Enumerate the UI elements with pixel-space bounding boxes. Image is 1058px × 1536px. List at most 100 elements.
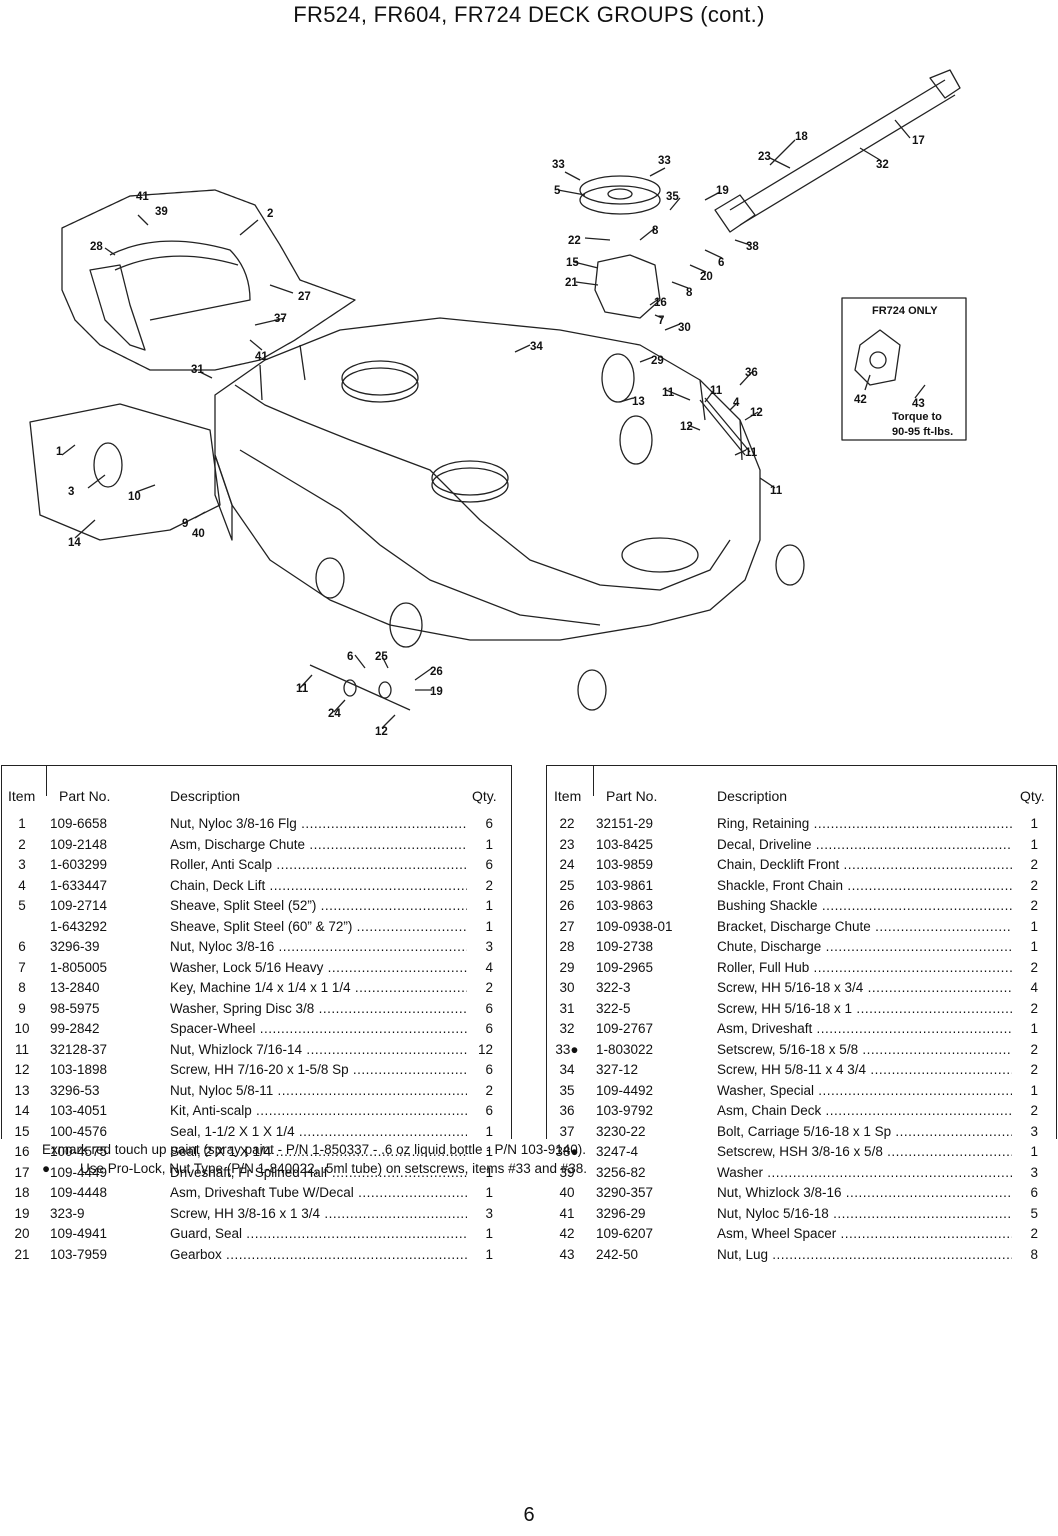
part-quantity: 1 xyxy=(467,1121,493,1142)
part-description: Driveshaft, Fr Splined Half xyxy=(170,1163,472,1184)
part-quantity: 1 xyxy=(467,1162,493,1183)
item-number: 23 xyxy=(559,836,575,852)
part-quantity: 1 xyxy=(467,896,493,917)
part-quantity: 6 xyxy=(467,1101,493,1122)
callout-26: 26 xyxy=(430,666,443,678)
part-description: Decal, Driveline xyxy=(717,835,1017,856)
callout-14: 14 xyxy=(68,537,81,549)
callout-9: 9 xyxy=(182,518,188,530)
part-quantity: 1 xyxy=(467,1224,493,1245)
item-number: 27 xyxy=(559,918,575,934)
callout-3: 3 xyxy=(68,486,74,498)
part-quantity: 6 xyxy=(467,1060,493,1081)
header-part-no: Part No. xyxy=(59,788,111,804)
part-quantity: 2 xyxy=(1012,875,1038,896)
callout-41: 41 xyxy=(136,191,149,203)
part-quantity: 4 xyxy=(1012,978,1038,999)
header-description: Description xyxy=(717,788,788,804)
part-description: Asm, Discharge Chute xyxy=(170,835,472,856)
part-number: 13-2840 xyxy=(50,980,100,995)
callout-19: 19 xyxy=(716,185,729,197)
part-number: 109-2767 xyxy=(596,1021,654,1036)
part-description: Bolt, Carriage 5/16-18 x 1 Sp xyxy=(717,1122,1017,1143)
part-number: 1-805005 xyxy=(50,959,108,975)
part-number: 103-8425 xyxy=(596,836,654,852)
discharge-chute-outline xyxy=(61,189,356,371)
header-item: Item xyxy=(8,788,36,804)
part-quantity: 6 xyxy=(467,814,493,835)
part-description: Bracket, Discharge Chute xyxy=(717,917,1017,938)
part-description: Asm, Driveshaft Tube W/Decal xyxy=(170,1183,472,1204)
part-description: Seal, 1-1/2 X 1 X 1/4 xyxy=(170,1122,472,1143)
item-number: 36 xyxy=(559,1103,575,1118)
callout-33b: 33 xyxy=(658,155,671,167)
part-description: Asm, Driveshaft xyxy=(717,1019,1017,1040)
callout-21: 21 xyxy=(565,277,578,289)
part-quantity: 5 xyxy=(1012,1203,1038,1224)
part-quantity: 2 xyxy=(1012,1101,1038,1122)
part-description: Chute, Discharge xyxy=(717,937,1017,958)
part-quantity: 3 xyxy=(1012,1121,1038,1142)
callout-40: 40 xyxy=(192,528,205,540)
item-number: 29 xyxy=(559,959,575,975)
item-number: 41 xyxy=(559,1205,575,1221)
callout-11b: 11 xyxy=(710,385,723,397)
part-number: 1-633447 xyxy=(50,877,108,893)
item-number: 43 xyxy=(559,1246,575,1262)
part-number: 109-4449 xyxy=(50,1164,108,1180)
part-description: Asm, Chain Deck xyxy=(717,1101,1017,1122)
item-number: 6 xyxy=(18,939,26,954)
header-part-no: Part No. xyxy=(606,788,658,804)
part-description: Kit, Anti-scalp xyxy=(170,1101,472,1122)
page-number: 6 xyxy=(523,1504,535,1526)
callout-28: 28 xyxy=(90,241,103,253)
callout-6a: 6 xyxy=(718,257,724,269)
part-number: 3256-82 xyxy=(596,1164,646,1180)
part-quantity: 2 xyxy=(1012,957,1038,978)
item-number: 7 xyxy=(18,959,26,975)
callout-30: 30 xyxy=(678,322,691,334)
part-quantity: 1 xyxy=(1012,834,1038,855)
callout-29: 29 xyxy=(651,355,664,367)
part-quantity: 6 xyxy=(467,1019,493,1040)
part-number: 103-9859 xyxy=(596,857,654,872)
part-number: 322-3 xyxy=(596,980,631,995)
paint-note: Exmark red touch up paint (spray paint -… xyxy=(42,1142,587,1157)
part-number: 1-643292 xyxy=(50,918,108,934)
callout-11e: 11 xyxy=(296,683,309,695)
callout-16: 16 xyxy=(654,297,667,309)
item-number: 33● xyxy=(555,1041,579,1057)
callout-32: 32 xyxy=(876,159,889,171)
part-description: Washer, Spring Disc 3/8 xyxy=(170,999,472,1020)
callout-17: 17 xyxy=(912,135,925,147)
callout-34: 34 xyxy=(530,341,543,353)
part-description: Nut, Nyloc 3/8-16 Flg xyxy=(170,814,472,835)
part-number: 109-6658 xyxy=(50,816,108,831)
part-number: 3247-4 xyxy=(596,1144,639,1159)
part-description: Screw, HH 7/16-20 x 1-5/8 Sp xyxy=(170,1060,472,1081)
callout-42: 42 xyxy=(854,394,867,406)
part-number: 3290-357 xyxy=(596,1185,654,1200)
part-number: 32128-37 xyxy=(50,1041,108,1057)
table-header: Item Part No. Description Qty. xyxy=(547,788,1056,804)
part-number: 3296-39 xyxy=(50,939,100,954)
item-number: 38● xyxy=(555,1144,579,1159)
callout-8b: 8 xyxy=(686,287,693,299)
part-description: Key, Machine 1/4 x 1/4 x 1 1/4 xyxy=(170,978,472,999)
callout-23: 23 xyxy=(758,151,771,163)
diagram-svg: 41 39 2 28 27 37 41 31 1 3 10 9 40 14 33… xyxy=(29,69,967,738)
driveshaft xyxy=(729,79,956,226)
part-quantity: 2 xyxy=(1012,896,1038,917)
